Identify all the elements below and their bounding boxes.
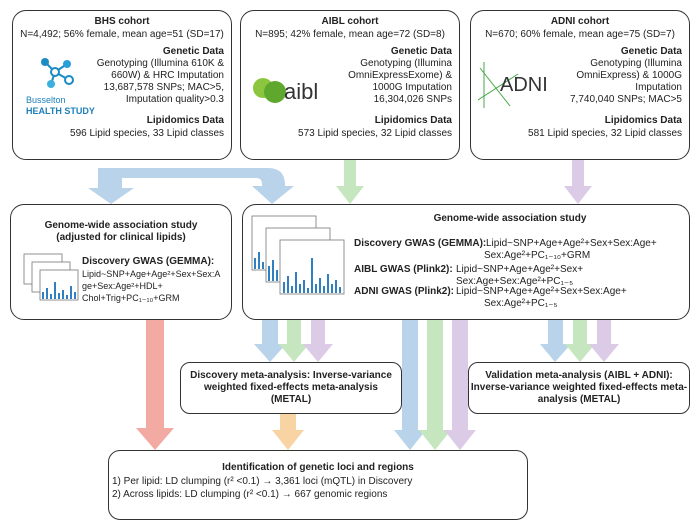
validation-meta-box	[468, 362, 690, 414]
adni-genetic-line-4: 7,740,040 SNPs; MAC>5	[569, 94, 682, 105]
aibl-genetic-heading: Genetic Data	[390, 46, 452, 57]
manhattan-plot-thumbnails-right	[251, 215, 345, 295]
arrow-blue-to-identification	[394, 320, 426, 450]
arrow-right-gwas-green-to-discovery-meta	[279, 320, 309, 362]
adni-cohort-title: ADNI cohort	[550, 16, 610, 27]
adni-cohort-stats: N=670; 60% female, mean age=75 (SD=7)	[485, 29, 675, 40]
left-gwas-line-1: Lipid~SNP+Age+Age²+Sex+Sex:A	[82, 269, 221, 279]
right-gwas-adni-label: ADNI GWAS (Plink2):	[354, 286, 455, 297]
adni-genetic-line-3: Imputation	[635, 82, 682, 93]
aibl-logo-text: aibl	[284, 79, 319, 104]
arrow-green-to-identification	[419, 320, 451, 450]
aibl-genetic-line-2: OmniExpressExome) &	[348, 70, 452, 81]
busselton-logo-text-2: HEALTH STUDY	[26, 106, 95, 116]
identification-title: Identification of genetic loci and regio…	[222, 462, 414, 473]
right-gwas-discovery-line-2: Sex:Age²+PC₁₋₁₀+GRM	[484, 250, 591, 261]
manhattan-plot-thumbnails-left	[23, 253, 79, 301]
discovery-meta-line-2: weighted fixed-effects meta-analysis	[204, 382, 378, 393]
discovery-meta-line-1: Discovery meta-analysis: Inverse-varianc…	[190, 370, 392, 381]
aibl-lipid-heading: Lipidomics Data	[374, 115, 452, 126]
bhs-lipid-line: 596 Lipid species, 33 Lipid classes	[70, 128, 224, 139]
busselton-logo-text-1: Busselton	[26, 95, 66, 105]
adni-lipid-line: 581 Lipid species, 32 Lipid classes	[528, 128, 682, 139]
arrow-right-gwas-purple-to-discovery-meta	[303, 320, 333, 362]
validation-meta-line-2: Inverse-variance weighted fixed-effects …	[470, 382, 688, 393]
bhs-genetic-line-2: 660W) & HRC Imputation	[111, 70, 224, 81]
right-gwas-title: Genome-wide association study	[433, 213, 587, 224]
arrow-aibl-down	[336, 160, 364, 204]
left-gwas-label: Discovery GWAS (GEMMA):	[82, 256, 215, 267]
aibl-cohort-stats: N=895; 42% female, mean age=72 (SD=8)	[255, 29, 445, 40]
aibl-lipid-line: 573 Lipid species, 32 Lipid classes	[298, 128, 452, 139]
arrow-right-gwas-blue-to-discovery-meta	[254, 320, 286, 362]
adni-genetic-line-1: Genotyping (Illumina	[590, 58, 682, 69]
bhs-genetic-heading: Genetic Data	[162, 46, 224, 57]
identification-line-2: 2) Across lipids: LD clumping (r² <0.1) …	[112, 489, 388, 500]
right-gwas-adni-line-2: Sex:Age²+PC₁₋₅	[484, 298, 558, 309]
aibl-genetic-line-3: 1000G Imputation	[372, 82, 453, 93]
bhs-lipid-heading: Lipidomics Data	[146, 115, 224, 126]
adni-logo-text: ADNI	[500, 74, 548, 96]
left-gwas-line-2: ge+Sex:Age²+HDL+	[82, 281, 163, 291]
identification-line-1: 1) Per lipid: LD clumping (r² <0.1) → 3,…	[112, 476, 413, 487]
arrow-green-to-validation-meta	[565, 320, 595, 362]
bhs-genetic-line-1: Genotyping (Illumina 610K &	[96, 58, 224, 69]
left-gwas-title-2: (adjusted for clinical lipids)	[56, 232, 186, 243]
adni-logo-icon	[478, 62, 519, 108]
arrow-left-gwas-to-identification	[136, 320, 174, 450]
aibl-genetic-line-1: Genotyping (Illumina	[360, 58, 452, 69]
arrow-purple-to-validation-meta	[589, 320, 619, 362]
aibl-cohort-title: AIBL cohort	[321, 16, 379, 27]
right-gwas-aibl-line-2: Sex:Age+Sex:Age²+PC₁₋₅	[456, 276, 574, 287]
discovery-meta-box	[180, 362, 402, 414]
arrow-discovery-meta-to-identification	[272, 414, 304, 450]
bhs-cohort-title: BHS cohort	[94, 16, 150, 27]
validation-meta-line-3: analysis (METAL)	[537, 394, 621, 405]
arrow-bhs-to-right-gwas	[112, 168, 294, 204]
right-gwas-discovery-line-1: Lipid~SNP+Age+Age²+Sex+Sex:Age+	[486, 238, 657, 249]
arrow-purple-to-identification	[444, 320, 476, 450]
right-gwas-aibl-label: AIBL GWAS (Plink2):	[354, 264, 453, 275]
validation-meta-line-1: Validation meta-analysis (AIBL + ADNI):	[485, 370, 673, 381]
busselton-logo-icon	[41, 58, 74, 88]
aibl-genetic-line-4: 16,304,026 SNPs	[373, 94, 452, 105]
bhs-genetic-line-4: Imputation quality>0.3	[125, 94, 224, 105]
right-gwas-discovery-label: Discovery GWAS (GEMMA):	[354, 238, 487, 249]
adni-genetic-heading: Genetic Data	[620, 46, 682, 57]
right-gwas-aibl-line-1: Lipid~SNP+Age+Age²+Sex+	[456, 264, 584, 275]
arrow-adni-down	[564, 160, 592, 204]
arrow-bhs-to-left-gwas	[88, 168, 134, 204]
left-gwas-line-3: Chol+Trig+PC₁₋₁₀+GRM	[82, 293, 180, 303]
adni-genetic-line-2: OmniExpress) & 1000G	[576, 70, 682, 81]
aibl-logo-icon	[253, 78, 286, 103]
bhs-genetic-line-3: 13,687,578 SNPs; MAC>5,	[103, 82, 224, 93]
left-gwas-title-1: Genome-wide association study	[44, 220, 198, 231]
bhs-cohort-stats: N=4,492; 56% female, mean age=51 (SD=17)	[20, 29, 224, 40]
discovery-meta-line-3: (METAL)	[270, 394, 312, 405]
arrow-blue-to-validation-meta	[540, 320, 571, 362]
right-gwas-adni-line-1: Lipid~SNP+Age+Age²+Sex+Sex:Age+	[456, 286, 627, 297]
adni-cohort-box	[470, 10, 690, 160]
flow-arrows	[88, 160, 619, 450]
adni-lipid-heading: Lipidomics Data	[604, 115, 682, 126]
